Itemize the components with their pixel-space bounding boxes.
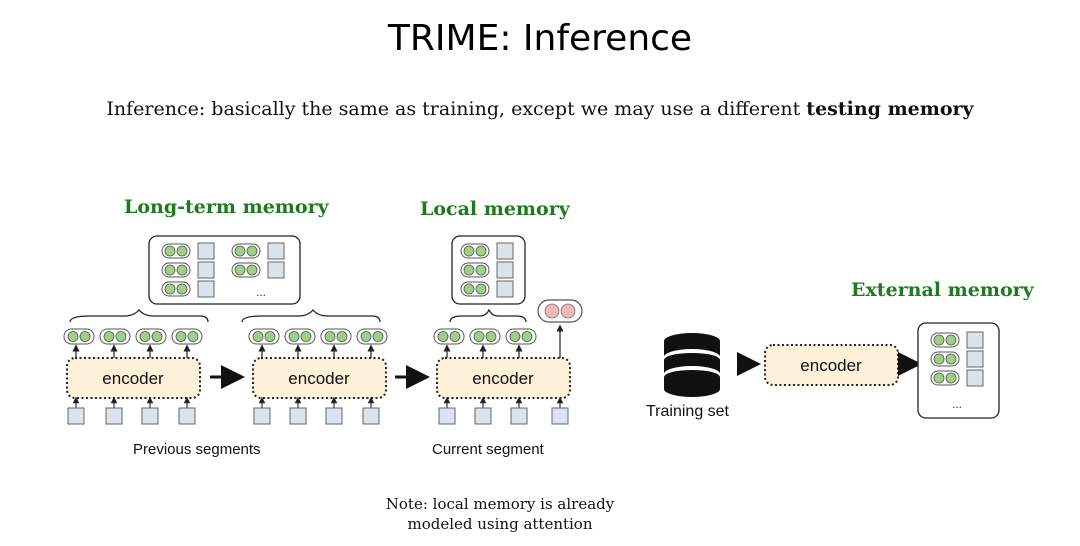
encoder-external: encoder [764,344,899,386]
encoder-label: encoder [800,356,862,375]
memory-entry [930,350,984,368]
long-term-memory-entries [161,242,285,298]
brace-local [449,308,527,323]
brace-segment-2 [241,308,381,323]
hidden-states-current-segment [433,328,537,345]
memory-entry [161,261,215,279]
current-segment-caption: Current segment [432,441,544,458]
encoder-label: encoder [102,369,164,388]
brace-segment-1 [69,308,209,323]
memory-entry [460,242,514,260]
encoder-label: encoder [288,369,350,388]
note-line-2: modeled using attention [407,515,593,533]
note-line-1: Note: local memory is already [385,495,615,513]
external-memory-label: External memory [851,279,1034,301]
memory-entry [231,261,285,279]
prediction-state [537,299,583,323]
external-memory-ellipsis: ... [952,397,962,411]
hidden-states-segment-1 [63,328,203,345]
memory-entry [930,369,984,387]
encoder-current-segment: encoder [436,357,571,399]
memory-entry [161,280,215,298]
memory-entry [161,242,215,260]
note: Note: local memory is already modeled us… [340,494,660,534]
slide-title: TRIME: Inference [387,18,693,59]
memory-entry [460,261,514,279]
training-set-caption: Training set [646,403,729,420]
encoder-segment-2: encoder [252,357,387,399]
slide-subtitle: Inference: basically the same as trainin… [0,98,1080,120]
input-tokens [67,396,569,425]
subtitle-text: Inference: basically the same as trainin… [106,98,807,120]
local-memory-entries [460,242,514,298]
memory-entry [460,280,514,298]
memory-entry [930,331,984,349]
local-memory-label: Local memory [420,198,570,220]
encoder-output-arrows [72,324,564,358]
subtitle-bold-term: testing memory [806,98,974,120]
segment-flow-arrows [210,352,922,389]
database-icon [664,333,720,397]
long-term-memory-ellipsis: ... [256,285,266,299]
long-term-memory-label: Long-term memory [124,196,329,218]
memory-entry [231,242,285,260]
external-memory-entries [930,331,984,387]
hidden-states-segment-2 [248,328,388,345]
previous-segments-caption: Previous segments [133,441,261,458]
encoder-label: encoder [472,369,534,388]
encoder-segment-1: encoder [66,357,201,399]
